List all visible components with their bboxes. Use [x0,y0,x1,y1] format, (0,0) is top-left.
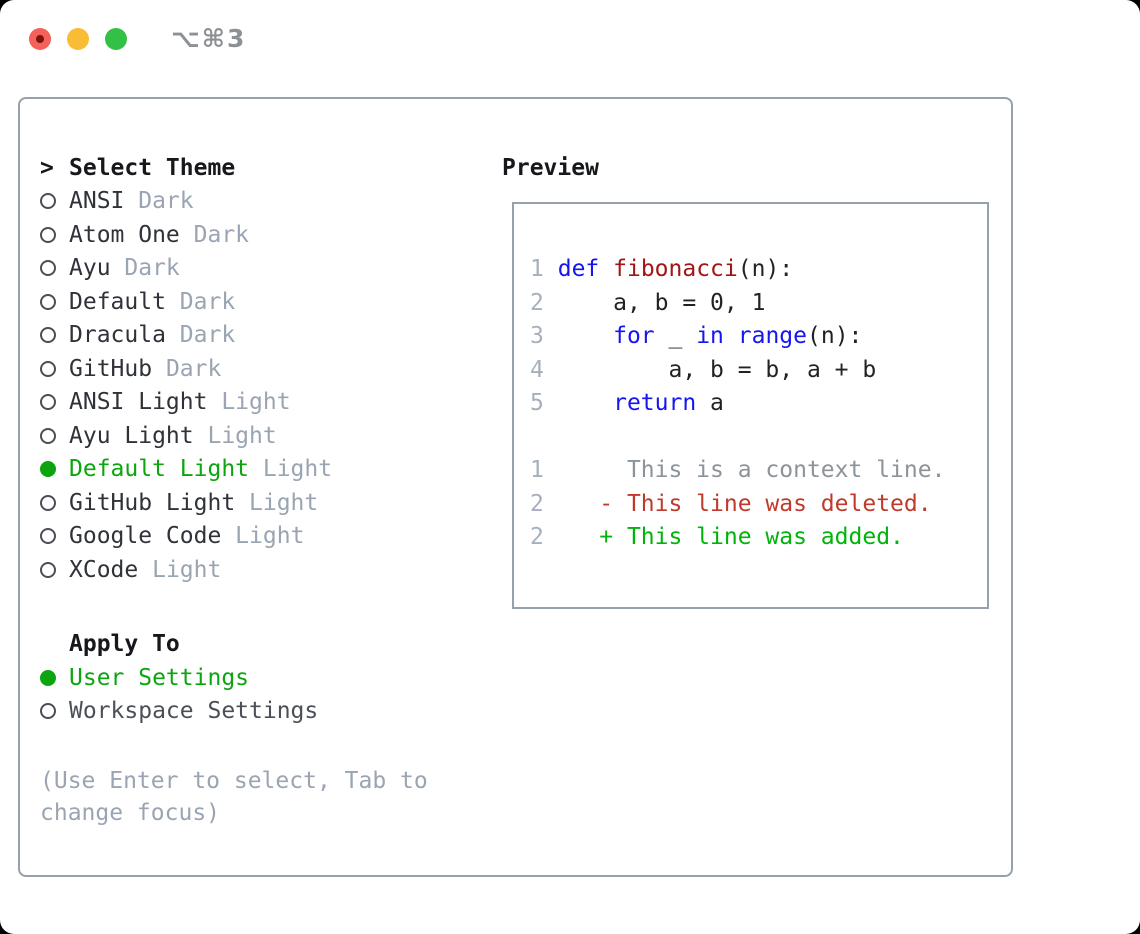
radio-unselected-icon [40,260,69,277]
radio-unselected-icon [40,327,69,344]
diff-line-added: 2 + This line was added. [530,524,904,550]
theme-variant: Light [207,389,291,416]
code-line: 2 a, b = 0, 1 [530,289,766,316]
line-number: 3 [530,323,544,349]
radio-unselected-icon [40,394,69,411]
theme-option-atom-one[interactable]: Atom One Dark [40,218,464,252]
theme-variant: Dark [152,355,222,382]
theme-variant: Light [193,422,277,449]
theme-variant: Dark [165,288,236,315]
line-number: 4 [530,356,544,383]
window-titlebar: ⌥⌘3 [29,24,247,53]
theme-name: Default [69,288,166,315]
code-line: 1 def fibonacci(n): [530,256,794,282]
radio-unselected-icon [40,494,69,511]
code-block: 1 def fibonacci(n): 2 a, b = 0, 1 3 for _ … [530,253,987,555]
diff-line-deleted: 2 - This line was deleted. [530,490,932,517]
theme-variant: Dark [165,322,236,349]
theme-name: Ayu Light [69,422,194,449]
theme-name: Google Code [69,523,222,550]
apply-option-label: Workspace Settings [69,698,319,725]
theme-option-dracula[interactable]: Dracula Dark [40,319,464,353]
diff-line-context: 1 This is a context line. [530,457,946,483]
code-line: 4 a, b = b, a + b [530,356,877,383]
apply-to-heading: Apply To [40,628,464,662]
line-number: 2 [530,289,544,316]
close-button[interactable] [29,27,51,50]
theme-name: ANSI Light [69,389,208,416]
radio-unselected-icon [40,293,69,310]
theme-name: XCode [69,556,139,583]
select-theme-label: Select Theme [69,154,236,181]
theme-option-ayu-light[interactable]: Ayu Light Light [40,419,464,453]
radio-unselected-icon [40,193,69,210]
theme-variant: Light [138,556,222,583]
theme-option-xcode[interactable]: XCode Light [40,553,464,587]
apply-option-label: User Settings [69,664,250,691]
blank-line [530,421,987,455]
radio-unselected-icon [40,226,69,243]
theme-name: ANSI [69,188,125,215]
focus-caret-icon: > [40,154,54,181]
line-number: 2 [530,524,544,550]
radio-unselected-icon [40,360,69,377]
theme-variant: Light [249,456,333,483]
theme-option-github[interactable]: GitHub Dark [40,352,464,386]
line-number: 2 [530,490,544,517]
theme-name: Dracula [69,322,166,349]
apply-option-user-settings[interactable]: User Settings [40,661,464,695]
theme-variant: Light [221,523,305,550]
help-text: (Use Enter to select, Tab to change focu… [40,768,442,826]
theme-variant: Dark [110,255,180,282]
code-line: 3 for _ in range(n): [530,323,863,349]
theme-name: Atom One [69,221,180,248]
theme-name: GitHub Light [69,489,236,516]
code-line: 5 return a [530,390,724,416]
line-number: 1 [530,457,544,483]
preview-pane: 1 def fibonacci(n): 2 a, b = 0, 1 3 for _ … [512,202,989,609]
theme-option-default[interactable]: Default Dark [40,285,464,319]
line-number: 5 [530,390,544,416]
theme-variant: Dark [124,188,194,215]
minimize-button[interactable] [67,27,89,50]
theme-option-ansi[interactable]: ANSI Dark [40,185,464,219]
apply-option-workspace-settings[interactable]: Workspace Settings [40,695,464,729]
theme-option-github-light[interactable]: GitHub Light Light [40,486,464,520]
apply-to-label: Apply To [69,631,180,658]
preview-heading: Preview [502,151,599,185]
radio-unselected-icon [40,528,69,545]
radio-selected-icon [40,461,69,478]
theme-name: GitHub [69,355,153,382]
radio-unselected-icon [40,703,69,720]
theme-option-google-code[interactable]: Google Code Light [40,520,464,554]
select-theme-heading: > Select Theme [40,151,464,185]
preview-label: Preview [502,154,599,181]
theme-option-default-light[interactable]: Default Light Light [40,453,464,487]
theme-option-ayu[interactable]: Ayu Dark [40,252,464,286]
zoom-button[interactable] [105,27,127,50]
line-number: 1 [530,256,544,282]
radio-unselected-icon [40,427,69,444]
theme-name: Default Light [69,456,250,483]
theme-variant: Light [235,489,319,516]
theme-option-ansi-light[interactable]: ANSI Light Light [40,386,464,420]
theme-variant: Dark [179,221,250,248]
radio-selected-icon [40,669,69,686]
theme-name: Ayu [69,255,111,282]
radio-unselected-icon [40,561,69,578]
unsaved-indicator-icon [36,34,44,43]
window-title: ⌥⌘3 [171,24,247,53]
